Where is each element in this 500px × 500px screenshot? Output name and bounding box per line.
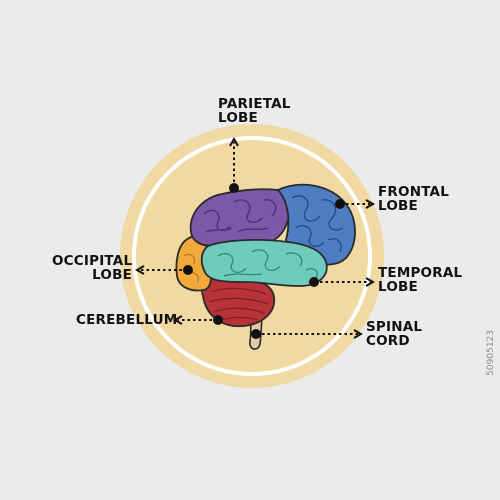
cerebellum-label-line1: CEREBELLUM — [76, 312, 178, 328]
occipital-label-line2: LOBE — [92, 267, 132, 283]
parietal-pointer-dot — [229, 183, 239, 193]
frontal-pointer-dot — [335, 199, 345, 209]
spinal-cord-label: SPINAL CORD — [366, 320, 422, 348]
parietal-label-line1: PARIETAL — [218, 96, 291, 112]
spinal-label-line1: SPINAL — [366, 319, 423, 335]
spinal-pointer-dot — [251, 329, 261, 339]
cerebellum-label: CEREBELLUM — [76, 313, 177, 327]
temporal-label-line2: LOBE — [378, 279, 418, 295]
occipital-label-line1: OCCIPITAL — [52, 253, 133, 269]
parietal-label-line2: LOBE — [218, 110, 258, 126]
temporal-folds — [217, 249, 318, 279]
temporal-pointer-dot — [309, 277, 319, 287]
frontal-label: FRONTAL LOBE — [378, 185, 449, 213]
frontal-folds — [291, 195, 343, 253]
temporal-lobe-shape — [200, 239, 328, 287]
frontal-label-line1: FRONTAL — [378, 184, 450, 200]
cerebellum-folds — [209, 287, 269, 321]
temporal-label: TEMPORAL LOBE — [378, 266, 462, 294]
occipital-pointer-dot — [183, 265, 193, 275]
frontal-label-line2: LOBE — [378, 198, 418, 214]
temporal-label-line1: TEMPORAL — [378, 265, 463, 281]
parietal-label: PARIETAL LOBE — [218, 97, 291, 125]
occipital-label: OCCIPITAL LOBE — [52, 254, 132, 282]
cerebellum-pointer-dot — [213, 315, 223, 325]
inner-ring-gap — [132, 136, 372, 376]
spinal-label-line2: CORD — [366, 333, 410, 349]
parietal-folds — [203, 199, 277, 233]
leader-lines — [134, 136, 376, 339]
stock-id: 50905123 — [486, 330, 496, 376]
